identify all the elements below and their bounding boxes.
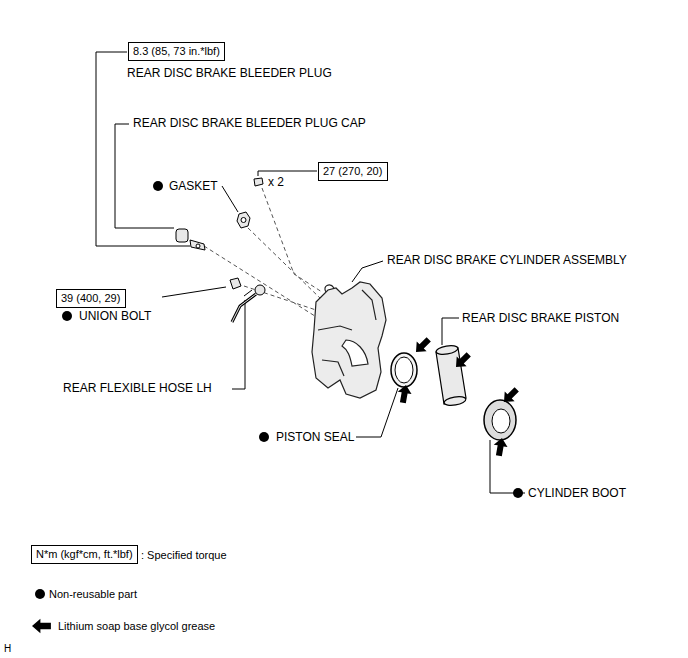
dashed-guide bbox=[262, 188, 322, 292]
leader-line bbox=[352, 261, 383, 282]
legend-text: Non-reusable part bbox=[49, 587, 137, 601]
leader-line bbox=[442, 318, 459, 345]
leader-line bbox=[232, 300, 245, 389]
bleeder-plug bbox=[190, 240, 205, 250]
legend-grease-arrow bbox=[32, 619, 51, 634]
bleeder-cap bbox=[176, 229, 188, 242]
bolt bbox=[254, 178, 263, 186]
torque-box: 27 (270, 20) bbox=[318, 162, 388, 181]
caliper-body bbox=[312, 282, 386, 398]
leader-line bbox=[115, 124, 174, 228]
torque-value: 27 (270, 20) bbox=[323, 165, 382, 177]
cylinder-boot bbox=[484, 400, 516, 440]
torque-value: 8.3 (85, 73 in.*lbf) bbox=[133, 45, 220, 57]
part-name: CYLINDER BOOT bbox=[528, 486, 626, 500]
legend-text: Lithium soap base glycol grease bbox=[58, 619, 215, 633]
part-name: PISTON SEAL bbox=[276, 430, 354, 444]
torque-value: N*m (kgf*cm, ft.*lbf) bbox=[36, 548, 133, 560]
dashed-guide bbox=[204, 246, 318, 318]
part-name: REAR DISC BRAKE CYLINDER ASSEMBLY bbox=[387, 253, 627, 267]
dashed-guide bbox=[248, 228, 322, 300]
piston bbox=[435, 344, 466, 407]
part-name: REAR DISC BRAKE BLEEDER PLUG CAP bbox=[133, 116, 366, 130]
dashed-guide bbox=[244, 286, 316, 310]
non-reusable-dot bbox=[35, 181, 523, 599]
leader-line bbox=[490, 440, 525, 493]
part-name: GASKET bbox=[169, 179, 218, 193]
part-name: REAR FLEXIBLE HOSE LH bbox=[63, 381, 212, 395]
part-name: UNION BOLT bbox=[79, 309, 151, 323]
leader-line bbox=[96, 52, 190, 246]
legend-torque-box: N*m (kgf*cm, ft.*lbf) bbox=[31, 545, 138, 564]
leader-line bbox=[258, 171, 317, 176]
quantity-note: x 2 bbox=[268, 175, 284, 189]
gasket bbox=[237, 212, 250, 228]
part-name: REAR DISC BRAKE BLEEDER PLUG bbox=[127, 66, 332, 80]
legend-text: : Specified torque bbox=[141, 548, 227, 562]
figure-code: H bbox=[4, 642, 11, 656]
torque-value: 39 (400, 29) bbox=[61, 292, 120, 304]
hose-fitting bbox=[255, 285, 265, 295]
grease-arrow bbox=[396, 334, 522, 457]
torque-box: 8.3 (85, 73 in.*lbf) bbox=[128, 42, 225, 61]
leader-line bbox=[222, 186, 238, 212]
piston-seal bbox=[391, 353, 417, 387]
union-bolt bbox=[230, 278, 241, 289]
part-name: REAR DISC BRAKE PISTON bbox=[462, 311, 619, 325]
leader-line bbox=[162, 287, 226, 297]
torque-box: 39 (400, 29) bbox=[56, 289, 126, 308]
